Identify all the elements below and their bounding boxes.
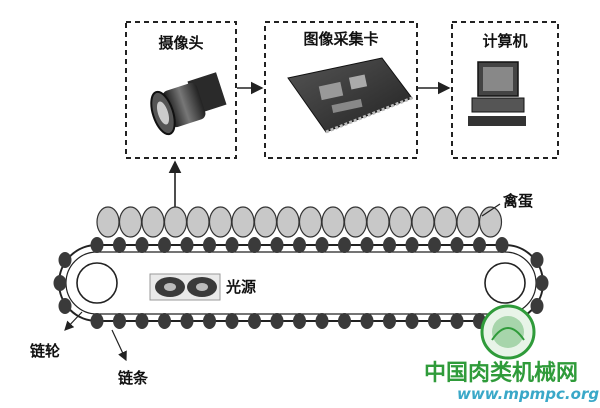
chain-roller-top <box>293 237 306 253</box>
chain-roller-bottom <box>203 313 216 329</box>
chain-conveyor <box>58 244 544 322</box>
chain-label: 链条 <box>118 369 149 387</box>
computer-box <box>451 21 559 159</box>
egg <box>456 206 480 238</box>
egg <box>411 206 435 238</box>
chain-roller-bottom <box>405 313 419 329</box>
chain-roller-bottom <box>450 313 464 329</box>
chain-roller-top <box>180 237 194 253</box>
egg <box>276 206 300 238</box>
chain-roller-top <box>473 237 486 253</box>
egg <box>163 206 188 238</box>
camera-box <box>125 21 237 159</box>
chain-roller-top <box>428 237 441 253</box>
light-source-icon <box>149 273 221 301</box>
chain-roller-top <box>248 237 261 253</box>
chain-roller-top <box>450 237 464 253</box>
capture-card-icon <box>287 57 413 134</box>
chain-roller-bottom <box>225 313 239 329</box>
computer-label: 计算机 <box>482 32 527 50</box>
chain-roller-top <box>360 237 374 253</box>
egg <box>321 206 345 238</box>
chain-roller-top <box>338 237 351 253</box>
chain-roller-bottom <box>135 313 149 329</box>
chain-roller-top <box>158 237 171 253</box>
egg <box>298 206 323 238</box>
chain-roller-top <box>383 237 396 253</box>
chain-roller-top <box>405 237 419 253</box>
chain-roller-top <box>225 237 239 253</box>
chain-roller-end <box>535 275 549 291</box>
watermark-logo <box>480 304 536 360</box>
sprocket-label: 链轮 <box>30 342 60 360</box>
camera-icon <box>150 72 227 136</box>
chain-roller-bottom <box>383 313 396 329</box>
capture-card-label: 图像采集卡 <box>303 30 378 48</box>
chain-roller-top <box>90 237 104 253</box>
chain-leader-line <box>111 329 127 362</box>
chain-roller-bottom <box>180 313 194 329</box>
chain-roller-top <box>203 237 216 253</box>
chain-roller-top <box>113 237 126 253</box>
watermark-url: www.mpmpc.org <box>457 385 599 403</box>
egg <box>388 206 413 238</box>
sprocket-right <box>484 262 526 304</box>
egg <box>253 206 278 238</box>
egg <box>366 206 390 238</box>
egg <box>208 206 233 238</box>
chain-roller-bottom <box>248 313 261 329</box>
chain-roller-top <box>315 237 329 253</box>
chain-roller-bottom <box>315 313 329 329</box>
chain-roller-bottom <box>113 313 126 329</box>
computer-icon <box>468 61 526 126</box>
egg <box>343 206 368 238</box>
egg <box>231 206 255 238</box>
chain-roller-top <box>495 237 509 253</box>
chain-roller-end <box>530 298 544 314</box>
chain-roller-end <box>53 275 67 291</box>
watermark-site-name: 中国肉类机械网 <box>424 361 578 386</box>
capture-card-box <box>264 21 418 159</box>
egg <box>96 206 120 238</box>
egg <box>433 206 458 238</box>
chain-roller-end <box>58 298 72 314</box>
chain-roller-top <box>135 237 149 253</box>
eggs-leader-line <box>481 203 501 217</box>
eggs-label: 禽蛋 <box>502 192 533 210</box>
chain-roller-bottom <box>90 313 104 329</box>
chain-roller-bottom <box>428 313 441 329</box>
chain-roller-bottom <box>338 313 351 329</box>
egg <box>141 206 165 238</box>
chain-roller-bottom <box>360 313 374 329</box>
camera-label: 摄像头 <box>158 34 203 52</box>
chain-roller-bottom <box>270 313 284 329</box>
egg <box>118 206 143 238</box>
chain-roller-top <box>270 237 284 253</box>
egg <box>478 206 503 238</box>
chain-roller-end <box>530 252 544 268</box>
egg <box>186 206 210 238</box>
light-source-label: 光源 <box>225 278 256 296</box>
sprocket-left <box>76 262 118 304</box>
chain-roller-bottom <box>293 313 306 329</box>
sprocket-leader-line <box>64 311 83 331</box>
chain-roller-end <box>58 252 72 268</box>
chain-roller-bottom <box>158 313 171 329</box>
